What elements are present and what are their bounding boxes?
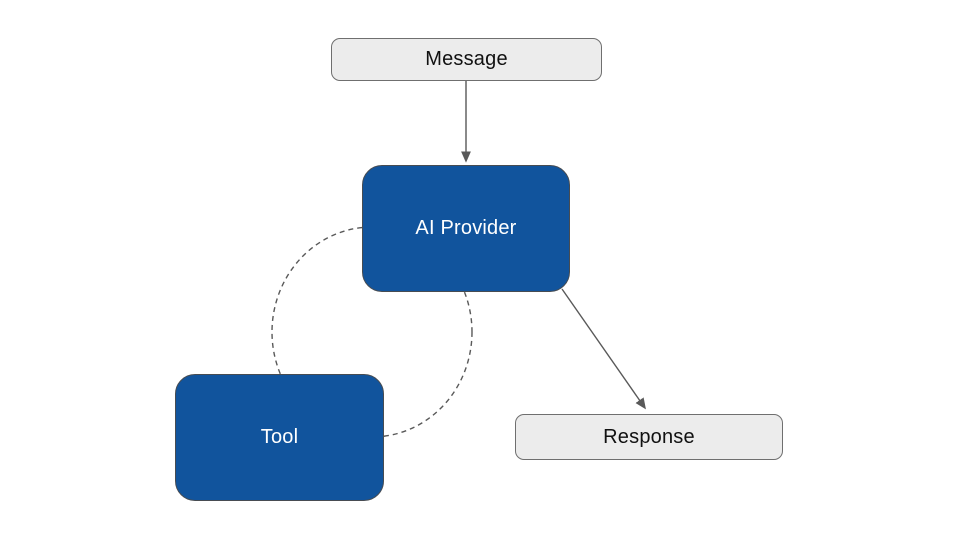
node-message-label: Message [425, 48, 508, 70]
node-tool-label: Tool [260, 426, 299, 448]
provider-to-response-arrow [561, 288, 646, 410]
node-response-label: Response [603, 425, 695, 448]
node-ai-provider: AI Provider [362, 165, 570, 292]
node-response: Response [515, 414, 783, 460]
node-ai-provider-label: AI Provider [415, 217, 517, 239]
node-message: Message [331, 38, 602, 81]
node-tool: Tool [175, 374, 384, 501]
